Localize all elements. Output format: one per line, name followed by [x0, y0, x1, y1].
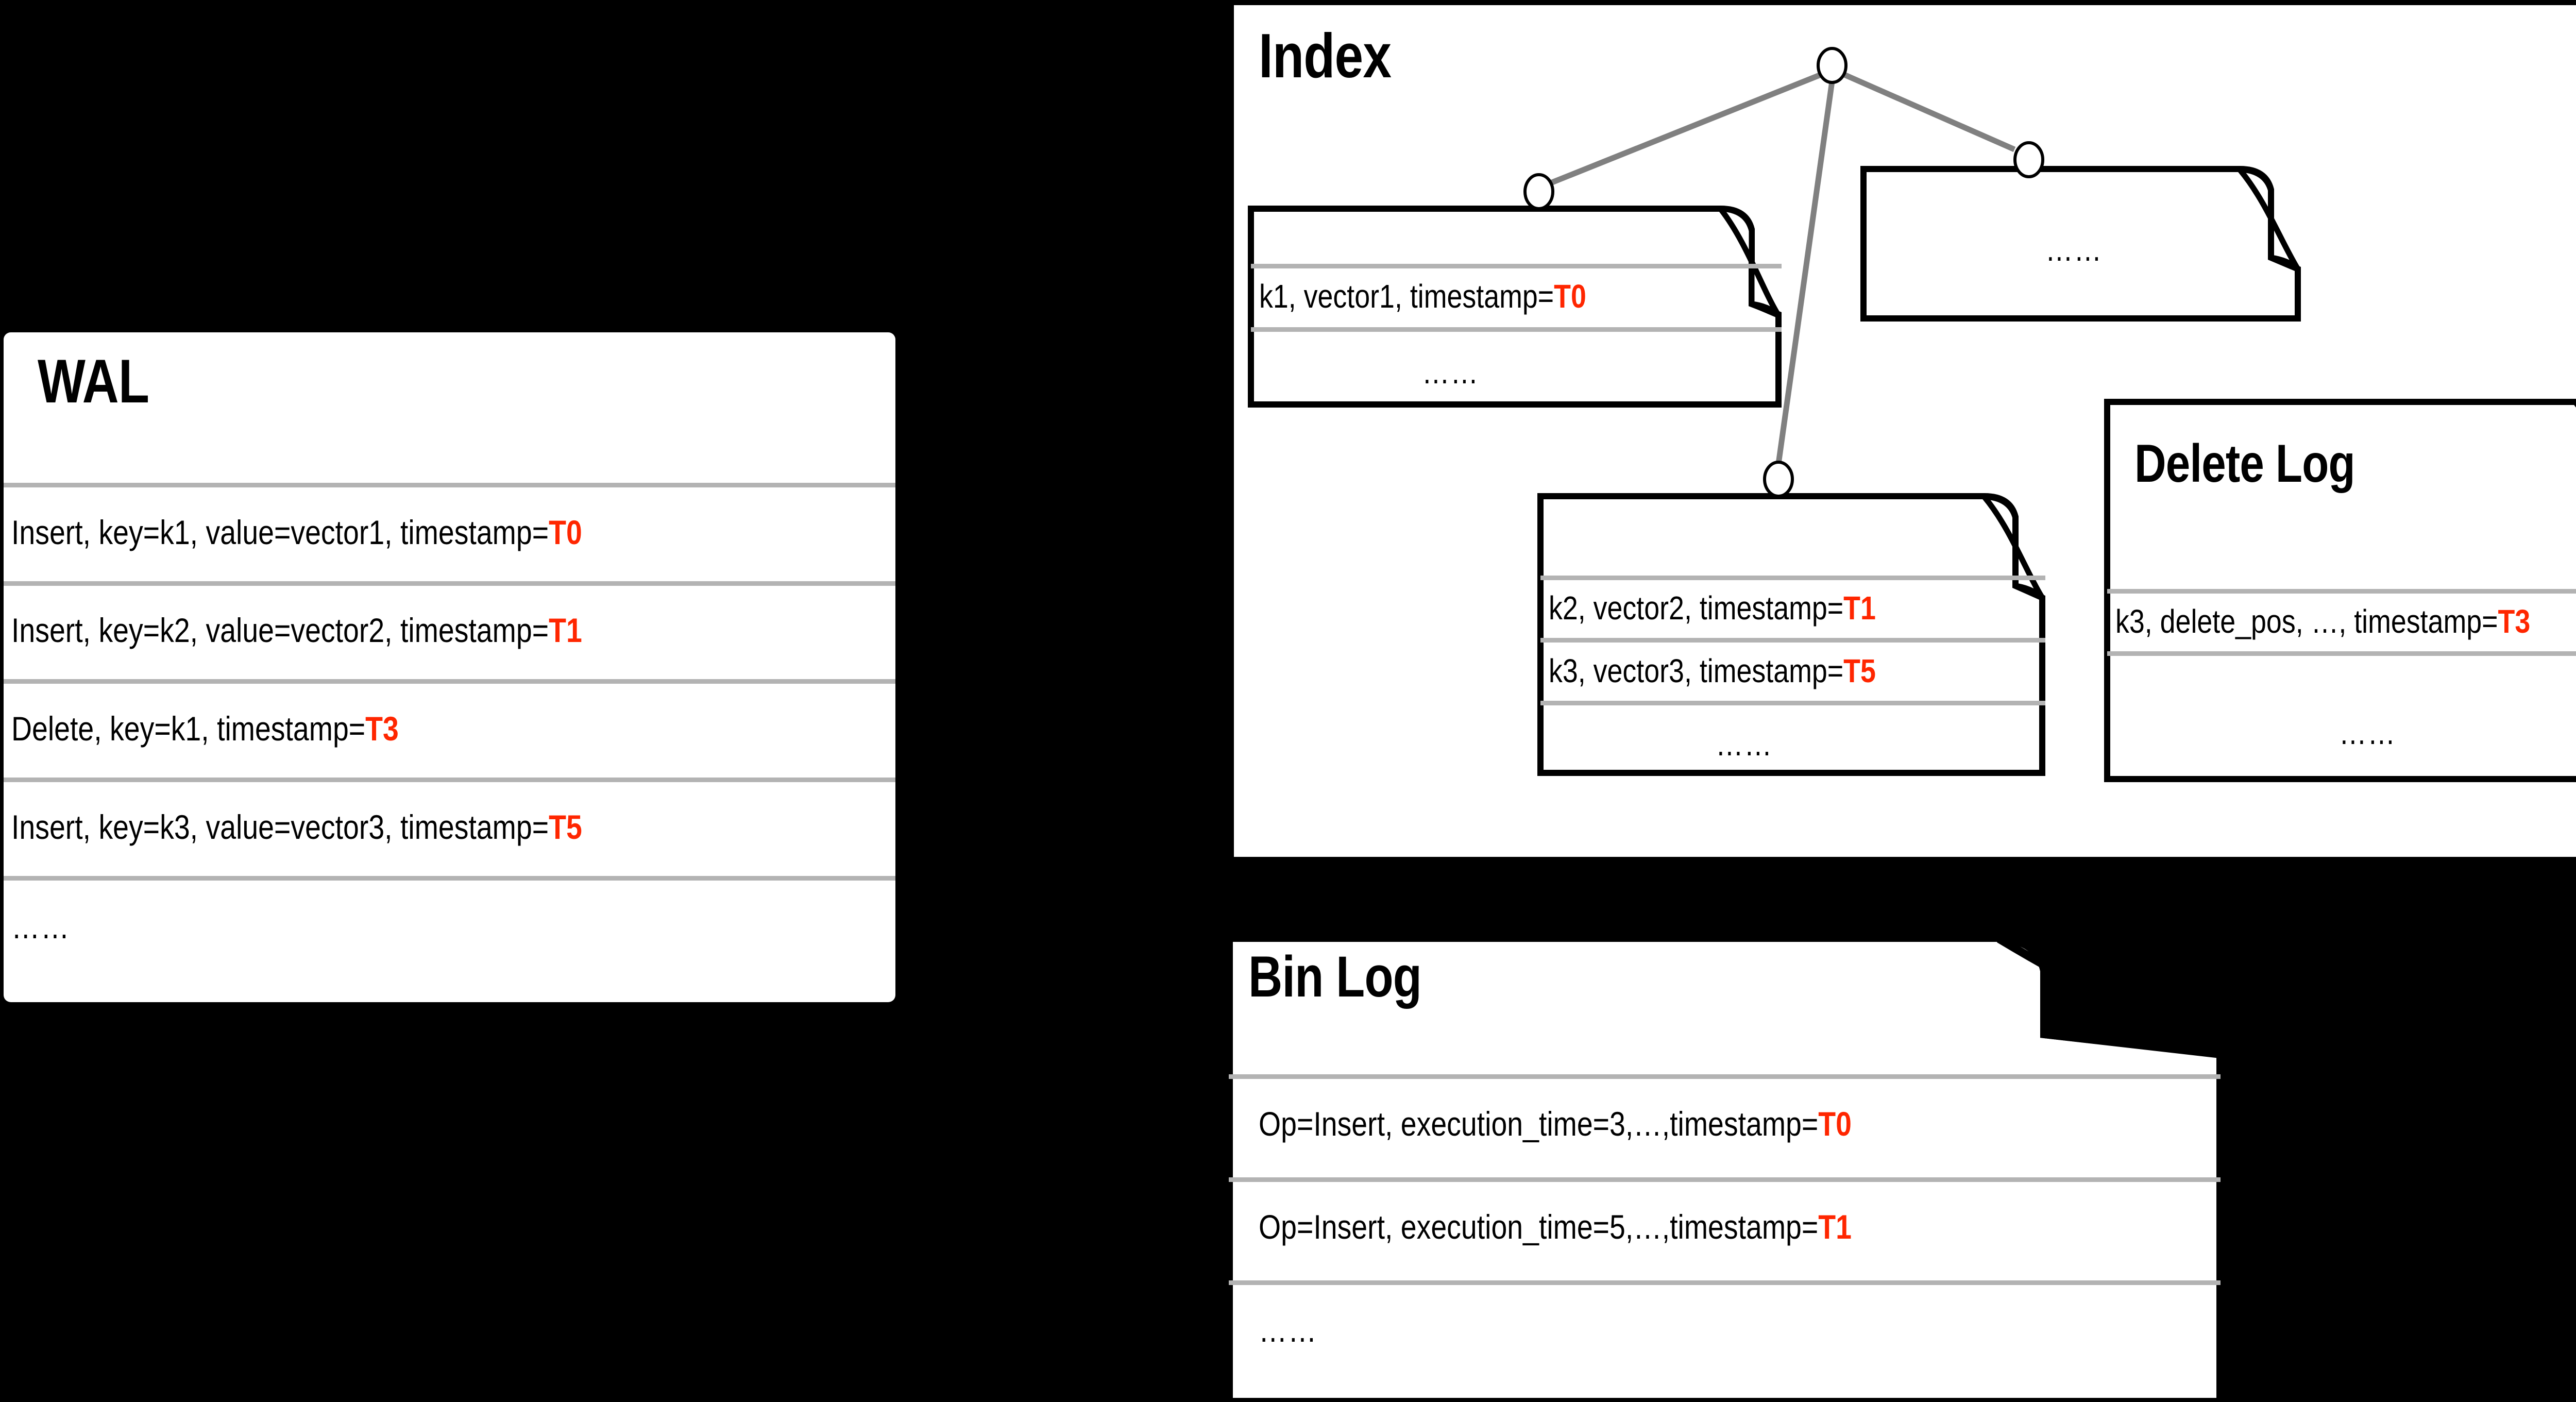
leaf-k1-row-timestamp: T0 [1554, 278, 1586, 315]
wal-row-timestamp: T0 [549, 513, 582, 551]
index-title: Index [1259, 21, 1392, 91]
binlog-divider-1 [1229, 1074, 2221, 1079]
leaf-k2k3-row: k3, vector3, timestamp=T5 [1549, 654, 1876, 687]
leaf-k1-divider-2 [1251, 327, 1782, 332]
binlog-row: Op=Insert, execution_time=5,…,timestamp=… [1259, 1210, 1852, 1244]
wal-row-timestamp: T3 [365, 710, 399, 748]
leaf-k2k3-row: k2, vector2, timestamp=T1 [1549, 592, 1876, 624]
leaf-k2k3-divider-1 [1540, 576, 2045, 580]
wal-divider-2 [4, 581, 895, 586]
delete-log-divider-1 [2107, 589, 2576, 594]
leaf-k1-divider-1 [1251, 264, 1782, 268]
binlog-title: Bin Log [1248, 944, 1422, 1009]
wal-row: Insert, key=k2, value=vector2, timestamp… [11, 613, 582, 647]
leaf-right-row-ellipsis: …… [2045, 231, 2103, 268]
leaf-k2k3-divider-2 [1540, 638, 2045, 643]
leaf-k2k3-row-text: k3, vector3, timestamp= [1549, 652, 1844, 689]
wal-row: Insert, key=k3, value=vector3, timestamp… [11, 810, 582, 844]
wal-panel [4, 332, 895, 1002]
leaf-k2k3-divider-3 [1540, 701, 2045, 705]
wal-row-timestamp: T5 [549, 808, 582, 846]
binlog-row-text: Op=Insert, execution_time=5,…,timestamp= [1259, 1208, 1819, 1246]
wal-divider-5 [4, 876, 895, 881]
delete-log-title: Delete Log [2134, 434, 2355, 494]
binlog-row-text: Op=Insert, execution_time=3,…,timestamp= [1259, 1105, 1819, 1143]
wal-divider-1 [4, 483, 895, 487]
delete-log-row-timestamp: T3 [2498, 603, 2531, 640]
wal-row-timestamp: T1 [549, 611, 582, 649]
binlog-divider-3 [1229, 1280, 2221, 1285]
binlog-row-timestamp: T1 [1818, 1208, 1852, 1246]
wal-row-text: Insert, key=k2, value=vector2, timestamp… [11, 611, 549, 649]
wal-divider-4 [4, 778, 895, 782]
leaf-k2k3-row-timestamp: T1 [1843, 589, 1876, 627]
binlog-row-timestamp: T0 [1818, 1105, 1852, 1143]
binlog-divider-2 [1229, 1177, 2221, 1182]
leaf-k2k3-row-text: k2, vector2, timestamp= [1549, 589, 1844, 627]
delete-log-divider-2 [2107, 651, 2576, 656]
wal-row: Delete, key=k1, timestamp=T3 [11, 712, 399, 746]
leaf-k2k3-row-ellipsis: …… [1716, 725, 1773, 763]
wal-row-text: Insert, key=k1, value=vector1, timestamp… [11, 513, 549, 551]
binlog-fold [1996, 934, 2223, 1058]
wal-divider-3 [4, 679, 895, 684]
delete-log-row: k3, delete_pos, …, timestamp=T3 [2115, 605, 2530, 638]
delete-log-row-text: k3, delete_pos, …, timestamp= [2115, 603, 2498, 640]
binlog-row-ellipsis: …… [1259, 1311, 1318, 1349]
binlog-row: Op=Insert, execution_time=3,…,timestamp=… [1259, 1107, 1852, 1141]
leaf-k1-row: k1, vector1, timestamp=T0 [1259, 280, 1586, 313]
leaf-k1-row-ellipsis: …… [1422, 353, 1479, 391]
wal-row-ellipsis: …… [11, 907, 71, 945]
wal-row-text: Delete, key=k1, timestamp= [11, 710, 366, 748]
delete-log-row-ellipsis: …… [2339, 714, 2396, 751]
wal-row-text: Insert, key=k3, value=vector3, timestamp… [11, 808, 549, 846]
wal-title: WAL [38, 347, 149, 416]
wal-row: Insert, key=k1, value=vector1, timestamp… [11, 515, 582, 549]
leaf-k1-row-text: k1, vector1, timestamp= [1259, 278, 1554, 315]
leaf-k2k3-row-timestamp: T5 [1843, 652, 1876, 689]
